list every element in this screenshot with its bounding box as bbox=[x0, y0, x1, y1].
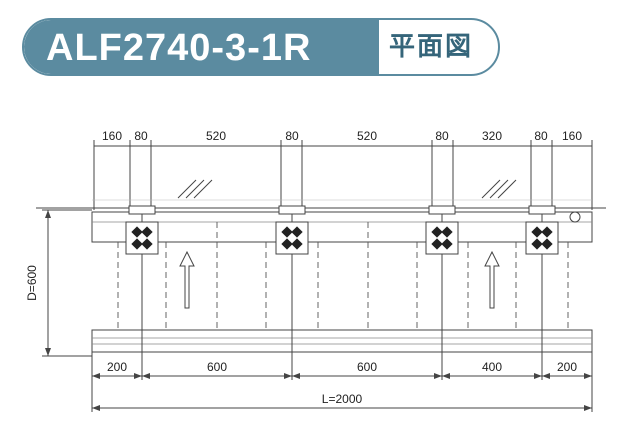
dim-label: 600 bbox=[357, 360, 377, 374]
dim-label: 200 bbox=[107, 360, 127, 374]
panel-dashed-lines bbox=[117, 222, 569, 330]
bottom-dimension-arrows bbox=[92, 373, 592, 379]
title-banner: ALF2740-3-1R 平面図 bbox=[22, 18, 500, 76]
dim-label: 160 bbox=[562, 129, 582, 143]
bracket-2 bbox=[275, 205, 309, 255]
glass-hatch-icon bbox=[177, 179, 517, 199]
dim-label: 520 bbox=[357, 129, 377, 143]
dim-label: 200 bbox=[557, 360, 577, 374]
dim-label: 80 bbox=[134, 129, 148, 143]
dim-label: 520 bbox=[206, 129, 226, 143]
view-label: 平面図 bbox=[389, 32, 474, 62]
dim-label: 160 bbox=[102, 129, 122, 143]
top-rail bbox=[91, 211, 593, 243]
dim-label: 80 bbox=[285, 129, 299, 143]
bracket-3 bbox=[425, 205, 459, 255]
depth-label: D=600 bbox=[25, 265, 39, 301]
dim-label: 80 bbox=[435, 129, 449, 143]
end-cap-icon bbox=[569, 211, 581, 223]
dim-label: 600 bbox=[207, 360, 227, 374]
bracket-4 bbox=[525, 205, 559, 255]
total-length-label: L=2000 bbox=[322, 392, 363, 406]
dim-label: 80 bbox=[534, 129, 548, 143]
bottom-rail bbox=[91, 329, 593, 353]
model-name: ALF2740-3-1R bbox=[46, 27, 312, 69]
bottom-dimension-labels: 200 600 600 400 200 bbox=[107, 360, 577, 374]
bracket-1 bbox=[125, 205, 159, 255]
title-model-block: ALF2740-3-1R bbox=[24, 20, 379, 74]
top-dimension-labels: 160 80 520 80 520 80 320 80 160 bbox=[102, 129, 582, 143]
dim-label: 400 bbox=[482, 360, 502, 374]
dim-label: 320 bbox=[482, 129, 502, 143]
direction-arrow-icon bbox=[179, 250, 500, 309]
top-extension-lines bbox=[93, 140, 593, 210]
